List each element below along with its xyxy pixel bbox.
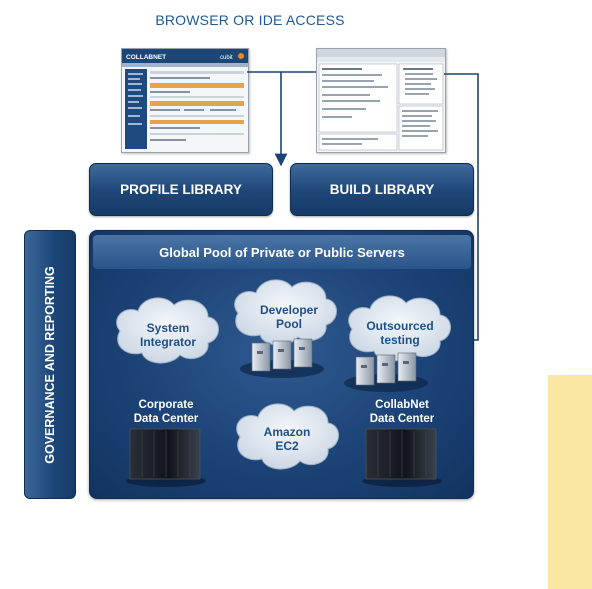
pool-art (116, 279, 451, 487)
browser-brand-right: cubit (220, 55, 233, 61)
browser-brand: COLLABNET (126, 54, 166, 61)
diagram-header: BROWSER OR IDE ACCESS (155, 12, 345, 28)
server-pool-panel: Global Pool of Private or Public Servers (89, 230, 474, 499)
governance-panel: GOVERNANCE AND REPORTING (24, 230, 76, 499)
amazon-ec2-label-line1: Amazon (263, 425, 311, 439)
ide-screenshot-art (317, 49, 445, 151)
developer-pool-label-line1: Developer (259, 303, 319, 317)
system-integrator-cloud (116, 297, 219, 364)
build-library-box: BUILD LIBRARY (290, 163, 474, 216)
outsourced-testing-cloud (348, 295, 451, 362)
corporate-datacenter-label-line1: Corporate (138, 399, 194, 411)
server-pool-title: Global Pool of Private or Public Servers (93, 235, 471, 269)
outsourced-testing-label: Outsourced testing (352, 319, 448, 347)
profile-library-box: PROFILE LIBRARY (89, 163, 273, 216)
amazon-ec2-label-line2: EC2 (275, 439, 299, 453)
build-library-label: BUILD LIBRARY (329, 182, 435, 197)
amazon-ec2-label: Amazon EC2 (240, 425, 334, 453)
ide-screenshot (316, 48, 446, 153)
collabnet-datacenter-label: CollabNet Data Center (352, 398, 452, 426)
amazon-ec2-cloud (236, 403, 339, 470)
corporate-datacenter-label-line2: Data Center (133, 413, 199, 425)
side-accent-block (548, 375, 592, 589)
outsourced-testing-label-line1: Outsourced (366, 319, 434, 333)
governance-label: GOVERNANCE AND REPORTING (43, 265, 57, 464)
corporate-datacenter-rack (126, 428, 206, 487)
system-integrator-label: System Integrator (124, 321, 212, 349)
browser-screenshot-art: COLLABNET cubit (122, 49, 248, 149)
corporate-datacenter-label: Corporate Data Center (116, 398, 216, 426)
collabnet-datacenter-rack (362, 428, 442, 487)
browser-connector (247, 71, 288, 167)
system-integrator-label-line2: Integrator (139, 335, 196, 349)
collabnet-datacenter-label-line2: Data Center (369, 413, 435, 425)
profile-library-label: PROFILE LIBRARY (120, 182, 242, 197)
system-integrator-label-line1: System (146, 321, 190, 335)
outsourced-testing-servers (344, 352, 428, 392)
browser-screenshot: COLLABNET cubit (121, 48, 249, 153)
collabnet-datacenter-label-line1: CollabNet (375, 399, 429, 411)
developer-pool-label: Developer Pool (242, 303, 336, 331)
ide-connector-right (444, 73, 479, 341)
developer-pool-cloud (234, 279, 337, 346)
developer-pool-label-line2: Pool (276, 317, 302, 331)
developer-pool-servers (240, 338, 324, 378)
outsourced-testing-label-line2: testing (380, 333, 420, 347)
